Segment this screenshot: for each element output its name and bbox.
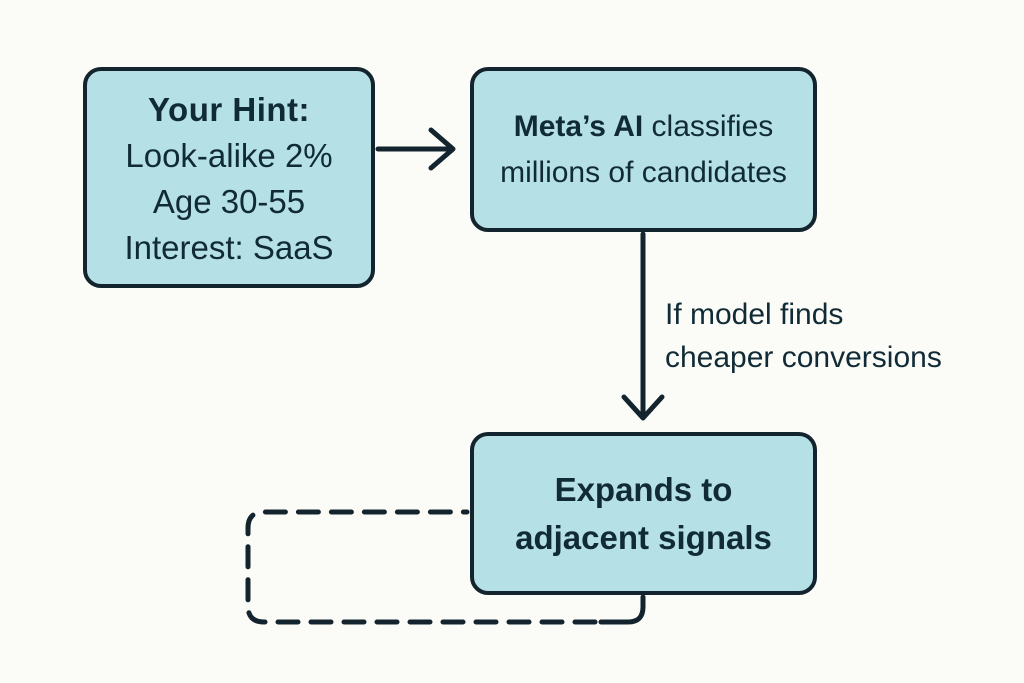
expand-line-2: adjacent signals (515, 518, 772, 556)
arrow-right-head-icon (428, 127, 456, 171)
hint-title: Your Hint: (147, 90, 311, 128)
classify-line-1: Meta’s AI classifies (514, 104, 774, 150)
hint-line-lookalike: Look-alike 2% (125, 136, 333, 174)
node-your-hint: Your Hint: Look-alike 2% Age 30-55 Inter… (83, 67, 375, 288)
hint-line-interest: Interest: SaaS (124, 228, 334, 266)
hint-line-age: Age 30-55 (152, 182, 306, 220)
arrow-down-head-icon (621, 394, 665, 421)
feedback-loop (245, 509, 646, 625)
classify-lead-rest: classifies (643, 109, 774, 143)
arrow-classify-to-expand (621, 231, 665, 421)
arrow-hint-to-classify (375, 127, 456, 171)
condition-label-line-1: If model finds (665, 298, 844, 331)
condition-label-line-2: cheaper conversions (665, 341, 942, 374)
feedback-loop-dashed-segment (245, 509, 598, 625)
condition-label: If model finds cheaper conversions (665, 293, 942, 379)
node-meta-ai-classifies: Meta’s AI classifies millions of candida… (470, 67, 817, 232)
classify-lead-bold: Meta’s AI (513, 109, 644, 143)
node-expands-adjacent-signals: Expands to adjacent signals (470, 432, 817, 595)
classify-line-2: millions of candidates (500, 155, 787, 189)
feedback-loop-solid-segment (598, 594, 646, 625)
expand-line-1: Expands to (554, 470, 733, 508)
